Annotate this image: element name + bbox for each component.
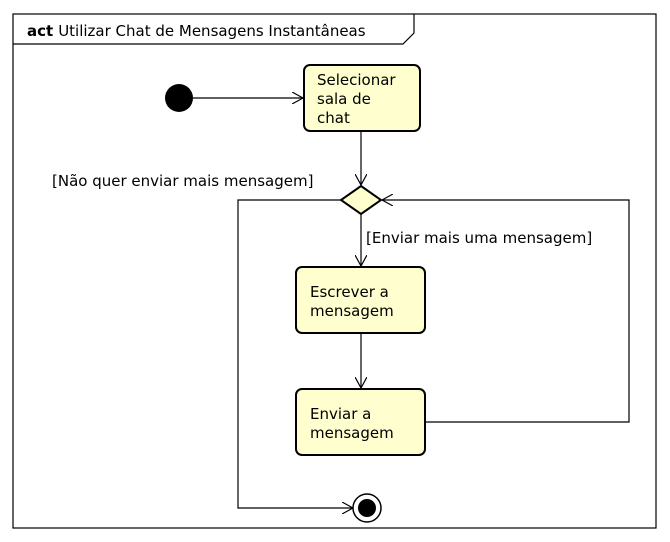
action-write-message-label: Escrever a mensagem (310, 283, 394, 320)
guard-no-more: [Não quer enviar mais mensagem] (52, 172, 313, 190)
frame-keyword: act (27, 22, 53, 40)
diagram-frame (12, 13, 657, 529)
action-select-room-label: Selecionar sala de chat (317, 71, 400, 127)
frame-name: Utilizar Chat de Mensagens Instantâneas (58, 22, 366, 40)
final-node-inner (358, 499, 376, 517)
edge-send-loop-back (382, 200, 630, 423)
decision-node (339, 184, 383, 216)
frame-tab (13, 14, 415, 45)
edge-decision-to-final (237, 199, 353, 508)
action-send-message-label: Enviar a mensagem (310, 405, 394, 442)
initial-node (165, 84, 193, 112)
guard-more: [Enviar mais uma mensagem] (366, 229, 592, 247)
frame-title: act Utilizar Chat de Mensagens Instantâne… (27, 22, 366, 40)
action-select-room (303, 64, 421, 132)
